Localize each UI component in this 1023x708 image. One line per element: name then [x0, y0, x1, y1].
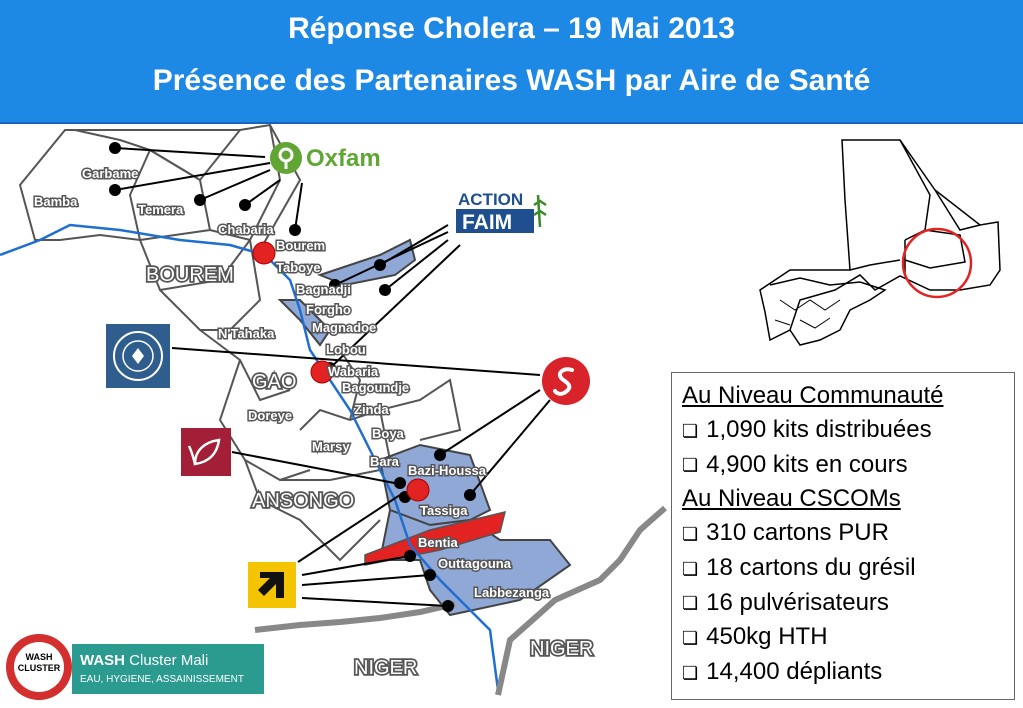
- title-banner: Réponse Cholera – 19 Mai 2013 Présence d…: [0, 0, 1023, 124]
- inset-map: [759, 139, 1001, 346]
- cscom-heading: Au Niveau CSCOMs: [682, 485, 901, 513]
- community-item: 4,900 kits en cours: [682, 448, 1004, 483]
- label-bara: Bara: [370, 454, 400, 469]
- cscom-item: 450kg HTH: [682, 620, 1004, 655]
- wash-cluster-banner: WASH Cluster Mali EAU, HYGIENE, ASSAINIS…: [72, 644, 264, 694]
- label-magnadoe: Magnadoe: [312, 320, 376, 335]
- cscom-item: 14,400 dépliants: [682, 655, 1004, 690]
- plant-partner-logo: [181, 428, 231, 476]
- cluster-name-rest: Cluster Mali: [125, 652, 209, 669]
- cscom-item: 18 cartons du grésil: [682, 551, 1004, 586]
- region-niger-left: NIGER: [354, 657, 417, 679]
- cholera-area: [364, 510, 507, 566]
- community-heading: Au Niveau Communauté: [682, 382, 944, 409]
- page-title: Réponse Cholera – 19 Mai 2013: [288, 12, 735, 45]
- city-markers: [252, 241, 430, 502]
- endpoint-dots: [109, 142, 476, 612]
- solidarites-logo: [540, 355, 592, 407]
- label-forgho: Forgho: [306, 302, 351, 317]
- svg-text:ACTION: ACTION: [458, 190, 523, 209]
- label-temera: Temera: [138, 202, 184, 217]
- summary-box: Au Niveau Communauté 1,090 kits distribu…: [671, 372, 1015, 700]
- ansongo-marker: [406, 478, 430, 502]
- label-bagoundje: Bagoundje: [342, 380, 409, 395]
- community-item: 1,090 kits distribuées: [682, 413, 1004, 448]
- label-bamba: Bamba: [34, 194, 78, 209]
- national-border: [254, 601, 456, 633]
- oxfam-logo: Oxfam: [266, 135, 386, 181]
- secours-islamique-logo: [106, 324, 170, 388]
- action-contre-la-faim-logo: ACTION FAIM: [456, 187, 548, 235]
- cluster-subtitle: EAU, HYGIENE, ASSAINISSEMENT: [80, 674, 244, 685]
- region-bourem: BOUREM: [146, 264, 234, 286]
- region-gao: GAO: [252, 371, 296, 393]
- label-bazi-houssa: Bazi-Houssa: [408, 463, 487, 478]
- region-labels: BOUREM GAO ANSONGO NIGER NIGER: [144, 262, 595, 681]
- region-niger-right: NIGER: [530, 638, 593, 660]
- label-outtagouna: Outtagouna: [438, 556, 512, 571]
- gao-marker: [310, 360, 334, 384]
- cscom-item: 310 cartons PUR: [682, 516, 1004, 551]
- wash-cluster-badge-text: WASH CLUSTER: [14, 642, 64, 692]
- partner-lines: [114, 147, 551, 607]
- cholera-map: Garbame Bamba Temera Chabaria Bourem Tab…: [0, 124, 1001, 696]
- label-chabaria: Chabaria: [218, 222, 274, 237]
- national-border-east: [495, 505, 667, 696]
- label-taboye: Taboye: [276, 260, 321, 275]
- label-bagnadji: Bagnadji: [296, 282, 351, 297]
- bourem-marker: [252, 241, 276, 265]
- locality-labels: Garbame Bamba Temera Chabaria Bourem Tab…: [33, 165, 552, 602]
- label-boya: Boya: [372, 426, 405, 441]
- page-subtitle: Présence des Partenaires WASH par Aire d…: [152, 64, 871, 97]
- oxfam-logo-text: Oxfam: [306, 145, 381, 172]
- label-bourem: Bourem: [276, 238, 325, 253]
- cscom-item: 16 pulvérisateurs: [682, 586, 1004, 621]
- district-borders: [18, 124, 462, 562]
- label-bentia: Bentia: [418, 535, 459, 550]
- inset-highlight-circle: [901, 227, 973, 299]
- label-garbame: Garbame: [82, 166, 138, 181]
- label-lobou: Lobou: [326, 342, 366, 357]
- label-wabaria: Wabaria: [328, 364, 379, 379]
- label-marsy: Marsy: [312, 439, 350, 454]
- wash-cluster-badge: WASH CLUSTER: [6, 634, 72, 700]
- label-labbezanga: Labbezanga: [474, 585, 550, 600]
- cluster-name-bold: WASH: [80, 652, 125, 669]
- label-doreye: Doreye: [248, 408, 292, 423]
- label-ntahaka: N'Tahaka: [218, 326, 275, 341]
- region-ansongo: ANSONGO: [252, 490, 354, 512]
- irc-logo: [248, 562, 296, 608]
- svg-text:FAIM: FAIM: [462, 211, 512, 234]
- label-tassiga: Tassiga: [420, 503, 468, 518]
- label-zinda: Zinda: [354, 402, 389, 417]
